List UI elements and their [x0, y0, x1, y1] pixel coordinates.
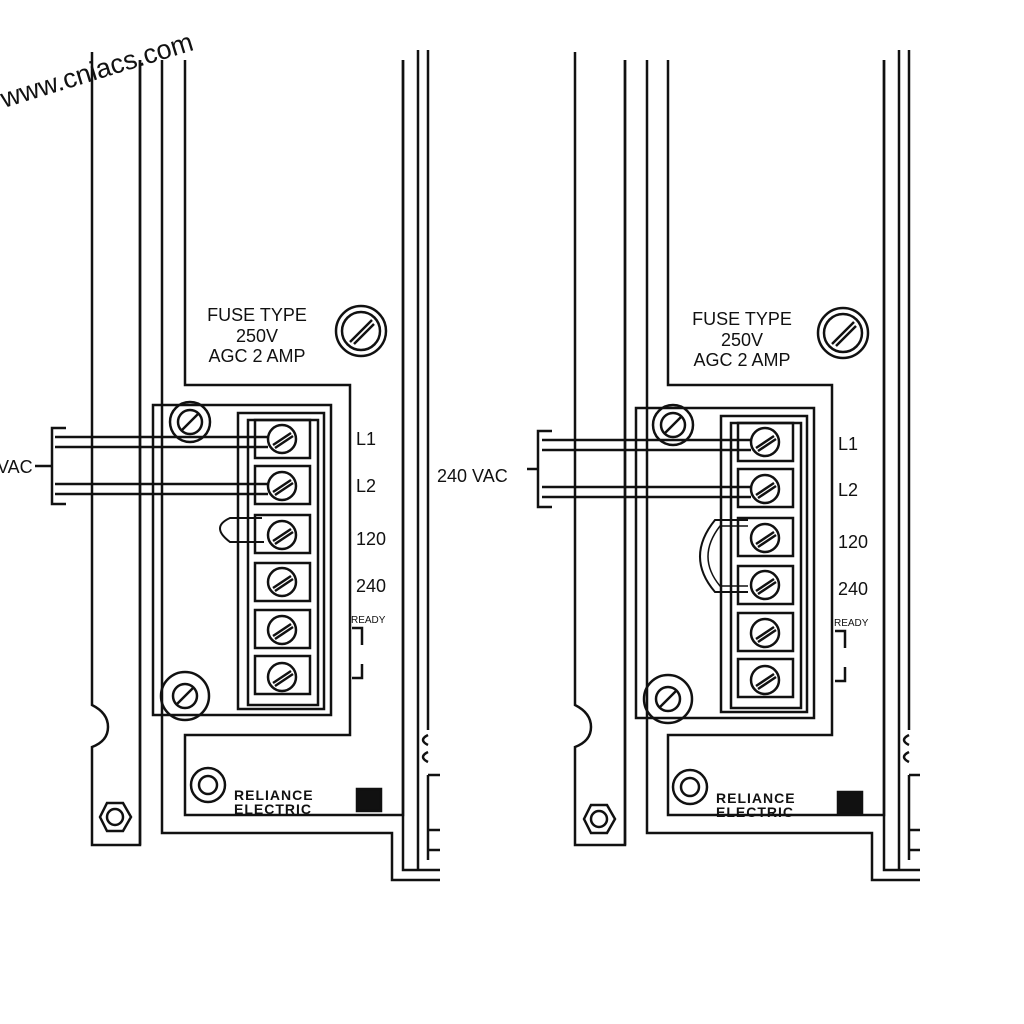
fuse-label-line-3: AGC 2 AMP — [693, 350, 790, 370]
brand-line-2: ELECTRIC — [234, 801, 312, 817]
fuse-label-line-2: 250V — [236, 326, 278, 346]
terminal-label-120: 120 — [838, 532, 868, 552]
watermark: www.cniacs.com — [0, 27, 197, 114]
fuse-label-line-3: AGC 2 AMP — [208, 346, 305, 366]
fuse-label-line-1: FUSE TYPE — [207, 305, 307, 325]
jumper-wire — [699, 519, 748, 593]
chassis-inner-rail — [138, 60, 440, 882]
ground-screw — [189, 766, 227, 804]
brand-line-1: RELIANCE — [716, 790, 796, 806]
supply-label: 240 VAC — [437, 466, 508, 486]
panel-frame — [183, 60, 405, 817]
terminal-label-ready: READY — [351, 615, 386, 626]
fuse-holder — [816, 306, 870, 360]
panel-rail-right-detail — [902, 733, 920, 860]
panel-rail-right — [401, 50, 440, 872]
terminal-label-240: 240 — [356, 576, 386, 596]
fuse-holder — [334, 304, 388, 358]
brand-line-1: RELIANCE — [234, 787, 314, 803]
panel-rail-right-detail — [421, 733, 440, 860]
chassis-outline — [573, 52, 627, 847]
terminal-label-l1: L1 — [356, 429, 376, 449]
terminal-label-l2: L2 — [838, 480, 858, 500]
jumper-wire — [219, 517, 264, 543]
ready-contact — [352, 626, 364, 680]
supply-label: VAC — [0, 457, 33, 477]
terminal-block — [634, 403, 816, 725]
brand-logo-mark — [836, 790, 864, 816]
ground-screw — [671, 768, 709, 806]
fuse-label-line-2: 250V — [721, 330, 763, 350]
supply-wires — [35, 426, 268, 506]
ready-contact — [835, 629, 847, 683]
supply-wires — [527, 429, 751, 509]
panel-rail-right — [882, 50, 920, 872]
hex-nut — [582, 803, 617, 835]
panel-right — [527, 50, 920, 882]
terminal-label-120: 120 — [356, 529, 386, 549]
terminal-label-l1: L1 — [838, 434, 858, 454]
hex-nut — [98, 801, 133, 833]
fuse-label-line-1: FUSE TYPE — [692, 309, 792, 329]
chassis-outline — [90, 52, 142, 847]
brand-line-2: ELECTRIC — [716, 804, 794, 820]
terminal-label-ready: READY — [834, 618, 869, 629]
terminal-label-240: 240 — [838, 579, 868, 599]
brand-logo-mark — [355, 787, 383, 813]
panel-left — [35, 50, 440, 882]
terminal-block — [151, 400, 333, 722]
terminal-label-l2: L2 — [356, 476, 376, 496]
chassis-inner-rail — [623, 60, 920, 882]
